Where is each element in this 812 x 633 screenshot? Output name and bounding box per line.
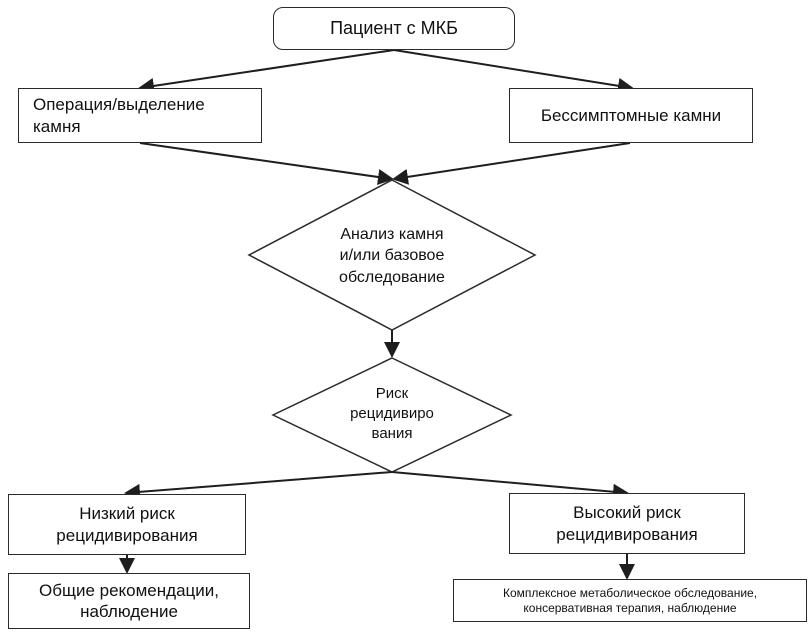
high-risk-action-label: Комплексное метаболическое обследование,… (502, 586, 758, 615)
low-risk-node: Низкий риск рецидивирования (8, 494, 246, 555)
branch-surgery: Операция/выделение камня (18, 88, 262, 143)
arrow-start-to-left (138, 49, 395, 94)
arrow-risk-to-high (391, 471, 629, 500)
high-risk-label: Высокий риск рецидивирования (556, 503, 698, 544)
branch-surgery-label: Операция/выделение камня (33, 95, 205, 136)
arrow-start-to-right (393, 49, 634, 94)
start-node-label: Пациент с МКБ (330, 18, 458, 39)
arrow-risk-to-low (124, 471, 393, 500)
decision-risk-label: Риск рецидивиро вания (350, 384, 434, 443)
branch-asymptomatic-label: Бессимптомные камни (540, 105, 722, 125)
low-risk-label: Низкий риск рецидивирования (56, 504, 198, 545)
arrow-right-to-analysis (392, 142, 631, 185)
branch-asymptomatic: Бессимптомные камни (509, 88, 753, 143)
low-risk-action-label: Общие рекомендации, наблюдение (39, 580, 219, 621)
high-risk-node: Высокий риск рецидивирования (509, 493, 745, 554)
high-risk-action-node: Комплексное метаболическое обследование,… (453, 579, 807, 622)
arrow-left-to-analysis (139, 142, 394, 185)
decision-analysis-label: Анализ камня и/или базовое обследование (339, 225, 445, 286)
start-node: Пациент с МКБ (273, 7, 515, 50)
low-risk-action-node: Общие рекомендации, наблюдение (8, 573, 250, 629)
